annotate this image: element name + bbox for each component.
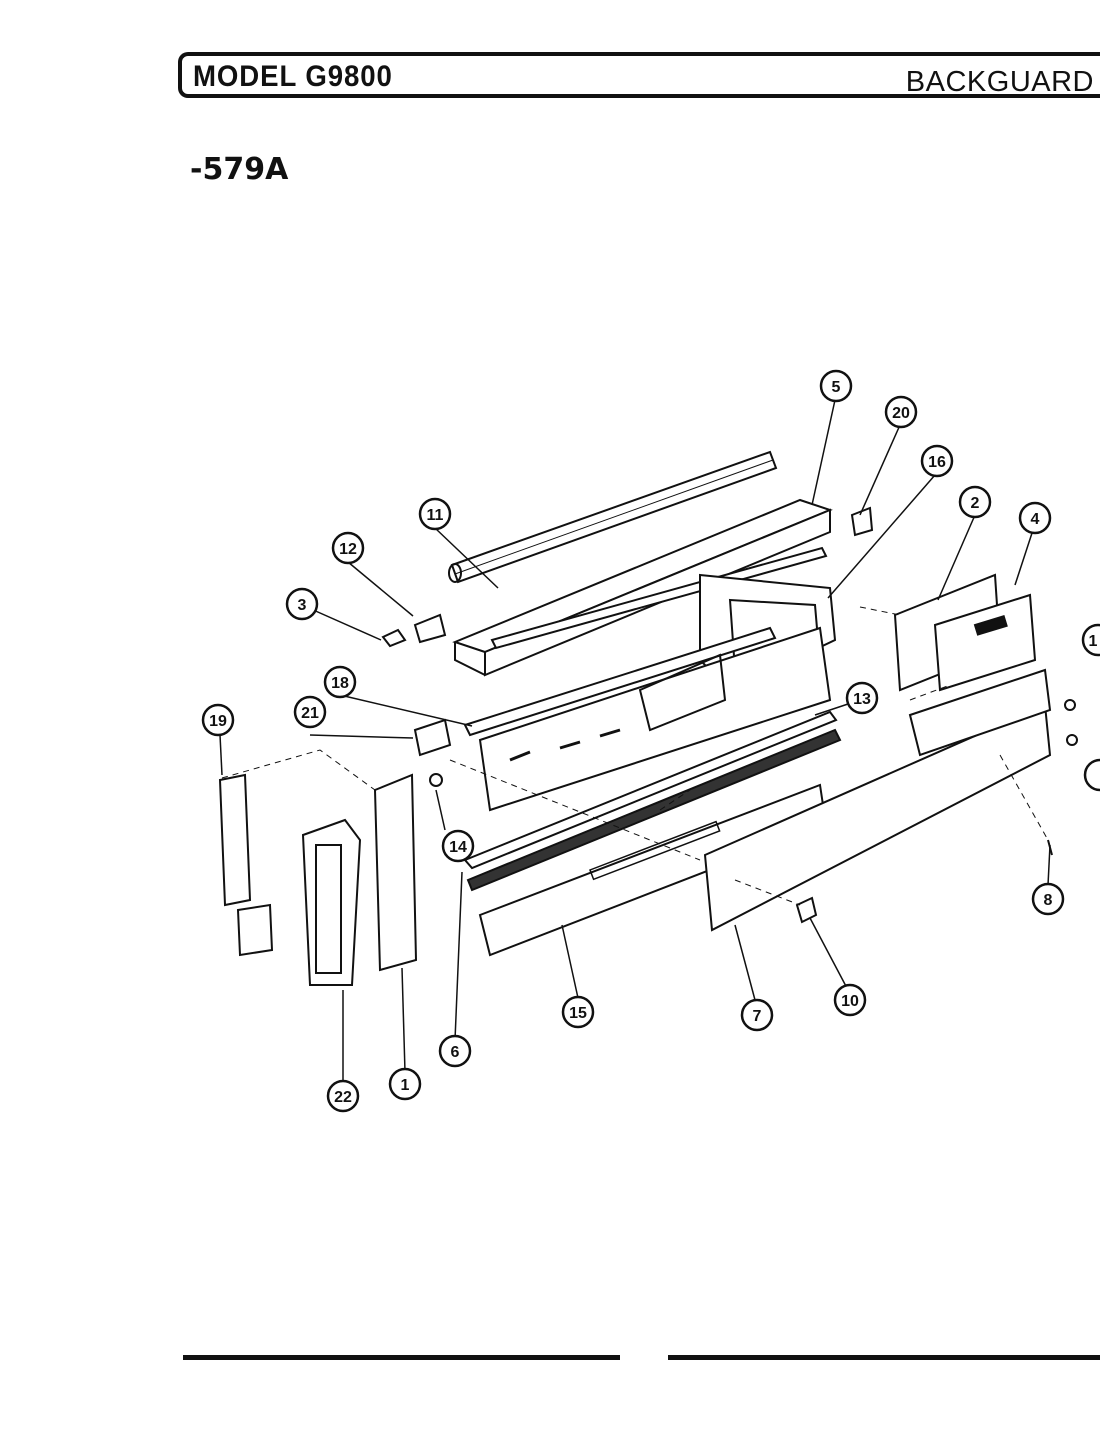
svg-text:3: 3 xyxy=(298,597,307,614)
callout-6: 6 xyxy=(438,1034,472,1068)
svg-text:2: 2 xyxy=(971,495,980,512)
header-frame xyxy=(178,52,1100,98)
part-long-trim xyxy=(463,710,842,892)
callout-12: 12 xyxy=(331,531,365,565)
part-knob xyxy=(795,896,818,924)
part-main-panel xyxy=(478,626,832,812)
callout-3: 3 xyxy=(285,587,319,621)
callout-2: 2 xyxy=(958,485,992,519)
svg-text:1: 1 xyxy=(1089,633,1098,650)
callout-8: 8 xyxy=(1031,882,1065,916)
callout-7: 7 xyxy=(740,998,774,1032)
part-trim-strip xyxy=(463,626,777,737)
callout-21: 21 xyxy=(293,695,327,729)
footer-rule-left xyxy=(183,1355,620,1360)
footer-rule-right xyxy=(668,1355,1100,1360)
callout-20: 20 xyxy=(884,395,918,429)
callout-13: 13 xyxy=(845,681,879,715)
callout-1: 1 xyxy=(388,1067,422,1101)
callout-10: 10 xyxy=(833,983,867,1017)
svg-text:20: 20 xyxy=(892,405,910,422)
callout-15: 15 xyxy=(561,995,595,1029)
callout-16: 16 xyxy=(920,444,954,478)
svg-text:11: 11 xyxy=(427,507,444,524)
part-socket xyxy=(413,613,447,644)
part-switch xyxy=(413,718,452,757)
svg-text:19: 19 xyxy=(209,713,227,730)
callout-4: 4 xyxy=(1018,501,1052,535)
callout-19: 19 xyxy=(201,703,235,737)
svg-text:16: 16 xyxy=(928,454,946,471)
part-fluorescent-tube xyxy=(448,450,778,584)
svg-text:6: 6 xyxy=(451,1044,460,1061)
callout-11: 11 xyxy=(418,497,452,531)
part-control-panel xyxy=(908,668,1052,757)
part-end-trim xyxy=(301,818,362,986)
part-bushing xyxy=(1066,734,1078,746)
svg-text:8: 8 xyxy=(1044,892,1053,909)
callouts: 5 20 16 11 2 4 12 3 18 13 21 19 14 6 15 … xyxy=(201,369,1100,1113)
part-clip xyxy=(850,506,874,537)
diagram-code: -579A xyxy=(190,152,289,187)
model-title: MODEL G9800 xyxy=(193,60,393,93)
part-nut xyxy=(1064,699,1076,711)
svg-text:18: 18 xyxy=(331,675,349,692)
part-washer xyxy=(429,773,443,787)
part-glass-panel xyxy=(703,703,1052,932)
svg-text:13: 13 xyxy=(853,691,871,708)
part-clock-module xyxy=(893,573,1037,692)
svg-text:22: 22 xyxy=(334,1089,352,1106)
svg-text:21: 21 xyxy=(301,705,319,722)
callout-22: 22 xyxy=(326,1079,360,1113)
svg-text:12: 12 xyxy=(339,541,357,558)
part-side-bracket xyxy=(218,773,274,957)
callout-edge-b xyxy=(1083,758,1100,792)
svg-text:7: 7 xyxy=(753,1008,762,1025)
svg-text:10: 10 xyxy=(841,993,859,1010)
svg-text:5: 5 xyxy=(832,379,841,396)
part-side-plate xyxy=(373,773,418,972)
svg-text:14: 14 xyxy=(449,839,467,856)
callout-edge-a: 1 xyxy=(1081,623,1100,657)
part-top-cover xyxy=(452,498,833,677)
callout-14: 14 xyxy=(441,829,475,863)
callout-18: 18 xyxy=(323,665,357,699)
svg-text:1: 1 xyxy=(401,1077,410,1094)
part-lamp-holder xyxy=(381,628,407,648)
svg-text:15: 15 xyxy=(569,1005,587,1022)
callout-5: 5 xyxy=(819,369,853,403)
svg-text:4: 4 xyxy=(1031,511,1040,528)
section-title: BACKGUARD xyxy=(905,66,1094,98)
